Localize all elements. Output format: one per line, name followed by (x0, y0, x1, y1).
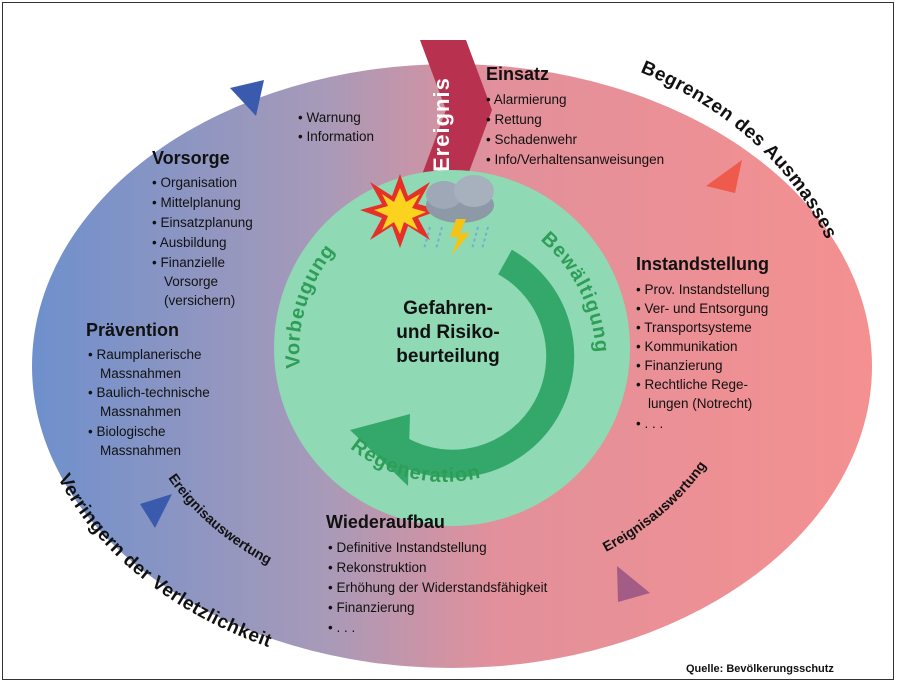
center-line-2: und Risiko- (396, 322, 499, 343)
list-item: • Rekonstruktion (328, 560, 427, 575)
cycle-arrow (393, 249, 575, 478)
list-item: • Finanzierung (636, 358, 723, 373)
event-label: Ereignis (429, 77, 454, 172)
list-item: • Finanzielle (152, 255, 225, 270)
list-item-cont: (versichern) (164, 293, 235, 308)
direction-arrow-top-left (230, 80, 264, 116)
list-item-cont: Massnahmen (100, 366, 181, 381)
list-item: • Warnung (298, 110, 361, 125)
list-item: • Baulich-technische (88, 385, 210, 400)
section-wiederaufbau: Wiederaufbau • Definitive Instandstellun… (326, 512, 548, 635)
list-item-cont: Vorsorge (164, 274, 218, 289)
center-line-3: beurteilung (396, 346, 499, 367)
list-item: • Finanzierung (328, 600, 415, 615)
section-title: Instandstellung (636, 254, 769, 274)
direction-arrow-bottom-right (617, 566, 650, 602)
list-item-cont: Massnahmen (100, 443, 181, 458)
center-line-1: Gefahren- (403, 298, 493, 319)
list-item: • Ausbildung (152, 235, 227, 250)
section-title: Vorsorge (152, 148, 230, 168)
warning-list: • Warnung • Information (298, 110, 374, 144)
cycle-arrow-head (350, 414, 410, 486)
list-item: • Kommunikation (636, 339, 738, 354)
section-vorsorge: Vorsorge • Organisation • Mittelplanung … (152, 148, 253, 308)
explosion-icon (360, 174, 440, 248)
section-title: Wiederaufbau (326, 512, 445, 532)
section-title: Einsatz (486, 64, 549, 84)
list-item-cont: Massnahmen (100, 404, 181, 419)
list-item: • Transportsysteme (636, 320, 752, 335)
section-instandstellung: Instandstellung • Prov. Instandstellung … (636, 254, 770, 431)
list-item: • . . . (328, 620, 355, 635)
list-item: • Prov. Instandstellung (636, 282, 770, 297)
list-item: • Definitive Instandstellung (328, 540, 487, 555)
list-item: • Information (298, 129, 374, 144)
list-item: • Mittelplanung (152, 195, 241, 210)
list-item: • Info/Verhaltensanweisungen (486, 152, 664, 167)
section-praevention: Prävention • Raumplanerische Massnahmen … (86, 320, 210, 458)
list-item: • Raumplanerische (88, 347, 202, 362)
list-item: • Alarmierung (486, 92, 567, 107)
list-item: • Schadenwehr (486, 132, 578, 147)
event-arrow (420, 40, 492, 180)
direction-arrow-bottom-left (140, 494, 172, 528)
list-item: • Rettung (486, 112, 542, 127)
list-item-cont: lungen (Notrecht) (648, 396, 752, 411)
storm-cloud-icon (423, 175, 494, 255)
list-item: • Rechtliche Rege- (636, 377, 748, 392)
section-title: Prävention (86, 320, 179, 340)
list-item: • . . . (636, 416, 663, 431)
list-item: • Ver- und Entsorgung (636, 301, 768, 316)
list-item: • Erhöhung der Widerstandsfähigkeit (328, 580, 548, 595)
direction-arrow-top-right (706, 160, 742, 193)
source-credit: Quelle: Bevölkerungsschutz (686, 663, 834, 675)
list-item: • Einsatzplanung (152, 215, 253, 230)
section-einsatz: Einsatz • Alarmierung • Rettung • Schade… (486, 64, 664, 167)
list-item: • Organisation (152, 175, 237, 190)
list-item: • Biologische (88, 424, 166, 439)
